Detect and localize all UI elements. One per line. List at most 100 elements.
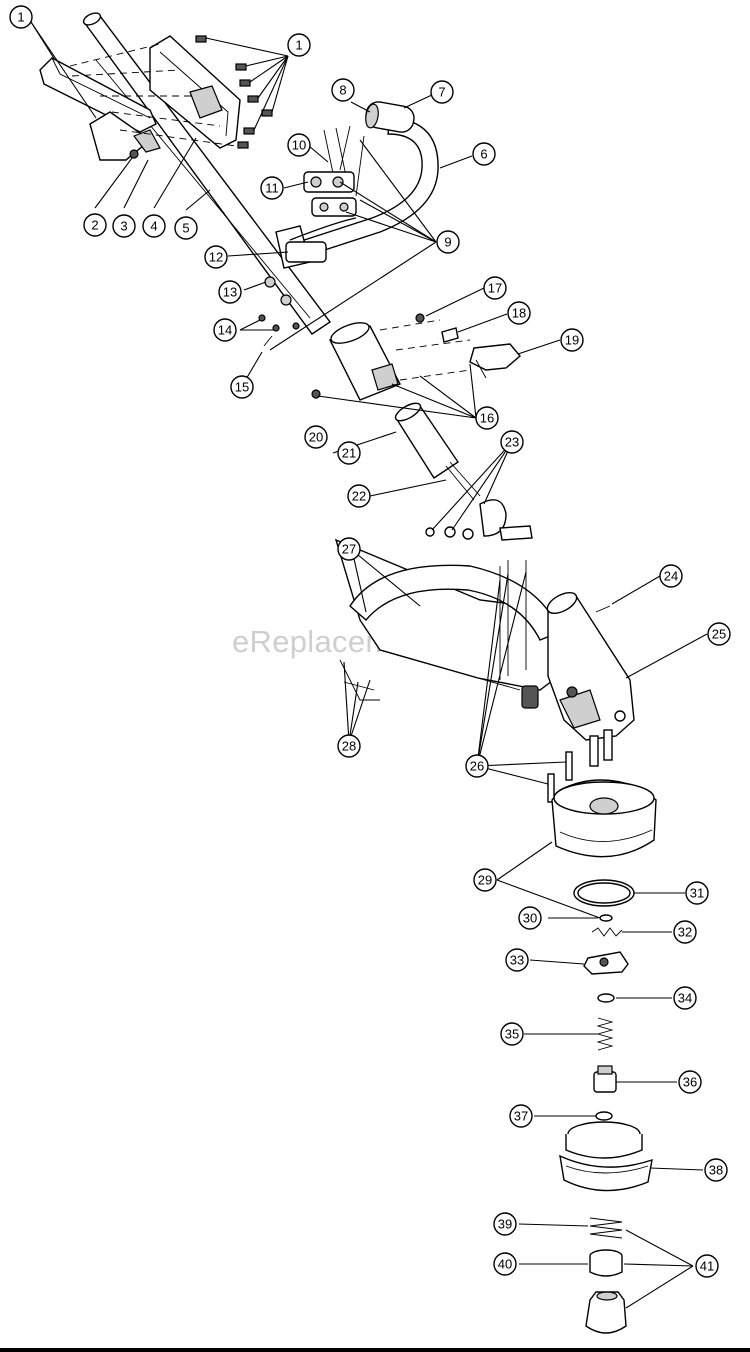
guard-screws	[499, 560, 573, 803]
callout-c27: 27	[337, 537, 361, 561]
svg-text:35: 35	[505, 1027, 519, 1042]
svg-text:7: 7	[438, 85, 445, 100]
callout-c39: 39	[493, 1212, 517, 1236]
callout-c33: 33	[505, 948, 529, 972]
gear-head	[521, 591, 635, 767]
svg-text:21: 21	[342, 446, 356, 461]
handle-clamp-hardware	[258, 125, 365, 347]
callout-c26: 26	[465, 754, 489, 778]
callout-c5: 5	[174, 216, 198, 240]
svg-text:1: 1	[295, 38, 302, 53]
callout-c13: 13	[218, 280, 242, 304]
callout-c25: 25	[707, 622, 731, 646]
bottom-rule	[0, 1348, 750, 1352]
shaft-coupler	[311, 313, 521, 401]
svg-text:38: 38	[709, 1163, 723, 1178]
callout-c24: 24	[659, 564, 683, 588]
eyelet-insert	[583, 951, 629, 975]
callout-c32: 32	[673, 920, 697, 944]
callout-c11: 11	[260, 176, 284, 200]
svg-text:31: 31	[690, 886, 704, 901]
svg-text:41: 41	[700, 1259, 714, 1274]
callout-c40: 40	[493, 1252, 517, 1276]
line-spool	[559, 1121, 653, 1192]
callout-c17: 17	[483, 276, 507, 300]
throttle-housing	[39, 35, 273, 161]
callout-c30: 30	[518, 906, 542, 930]
svg-text:24: 24	[664, 569, 678, 584]
bump-knob	[585, 1291, 627, 1334]
retainer-washer	[597, 993, 615, 1003]
callout-c2: 2	[83, 213, 107, 237]
svg-text:3: 3	[120, 219, 127, 234]
callout-c20: 20	[304, 425, 328, 449]
svg-text:22: 22	[352, 489, 366, 504]
svg-text:14: 14	[218, 323, 232, 338]
grass-guard	[334, 538, 581, 701]
callout-c31: 31	[685, 881, 709, 905]
svg-text:10: 10	[292, 138, 306, 153]
svg-text:26: 26	[470, 759, 484, 774]
callout-c3: 3	[112, 214, 136, 238]
drive-shaft-tube	[394, 402, 481, 501]
callout-c10: 10	[287, 133, 311, 157]
svg-text:16: 16	[480, 411, 494, 426]
svg-text:12: 12	[209, 250, 223, 265]
callout-c7: 7	[430, 80, 454, 104]
callout-c9: 9	[436, 230, 460, 254]
svg-text:8: 8	[339, 83, 346, 98]
svg-text:18: 18	[512, 306, 526, 321]
callout-c18: 18	[507, 301, 531, 325]
callout-c35: 35	[500, 1022, 524, 1046]
svg-text:19: 19	[565, 333, 579, 348]
svg-text:39: 39	[498, 1217, 512, 1232]
callout-c4: 4	[142, 214, 166, 238]
callout-c29: 29	[473, 868, 497, 892]
svg-text:37: 37	[514, 1109, 528, 1124]
callout-c23: 23	[500, 430, 524, 454]
svg-text:13: 13	[223, 285, 237, 300]
callout-c19: 19	[560, 328, 584, 352]
shaft-clamp	[425, 499, 533, 541]
svg-text:11: 11	[265, 181, 279, 196]
bump-spring	[589, 1217, 623, 1239]
svg-text:20: 20	[309, 430, 323, 445]
callout-c1b: 1	[287, 33, 311, 57]
compression-spring	[596, 1017, 614, 1051]
svg-text:17: 17	[488, 281, 502, 296]
main-shaft	[82, 12, 332, 335]
svg-text:1: 1	[17, 10, 24, 25]
callout-c22: 22	[347, 484, 371, 508]
svg-text:34: 34	[678, 991, 692, 1006]
callout-c34: 34	[673, 986, 697, 1010]
svg-text:5: 5	[182, 221, 189, 236]
svg-text:23: 23	[505, 435, 519, 450]
svg-text:32: 32	[678, 925, 692, 940]
ring-washer-spring	[573, 879, 635, 937]
svg-text:36: 36	[683, 1075, 697, 1090]
callout-c36: 36	[678, 1070, 702, 1094]
spool-washer	[595, 1111, 613, 1121]
spool-insert	[593, 1065, 617, 1093]
callout-c15: 15	[230, 375, 254, 399]
svg-text:28: 28	[342, 739, 356, 754]
svg-text:4: 4	[150, 219, 157, 234]
callout-c12: 12	[204, 245, 228, 269]
callout-c8: 8	[331, 78, 355, 102]
svg-text:27: 27	[342, 542, 356, 557]
svg-text:2: 2	[91, 218, 98, 233]
svg-text:6: 6	[480, 147, 487, 162]
svg-text:33: 33	[510, 953, 524, 968]
callout-c37: 37	[509, 1104, 533, 1128]
callout-c6: 6	[472, 142, 496, 166]
callout-c1a: 1	[9, 5, 33, 29]
spool-housing	[551, 779, 657, 858]
callout-c28: 28	[337, 734, 361, 758]
svg-text:9: 9	[444, 235, 451, 250]
svg-text:29: 29	[478, 873, 492, 888]
svg-text:15: 15	[235, 380, 249, 395]
parts-drawing	[39, 12, 657, 1334]
callout-c41: 41	[695, 1254, 719, 1278]
leader-lines	[30, 21, 708, 1309]
